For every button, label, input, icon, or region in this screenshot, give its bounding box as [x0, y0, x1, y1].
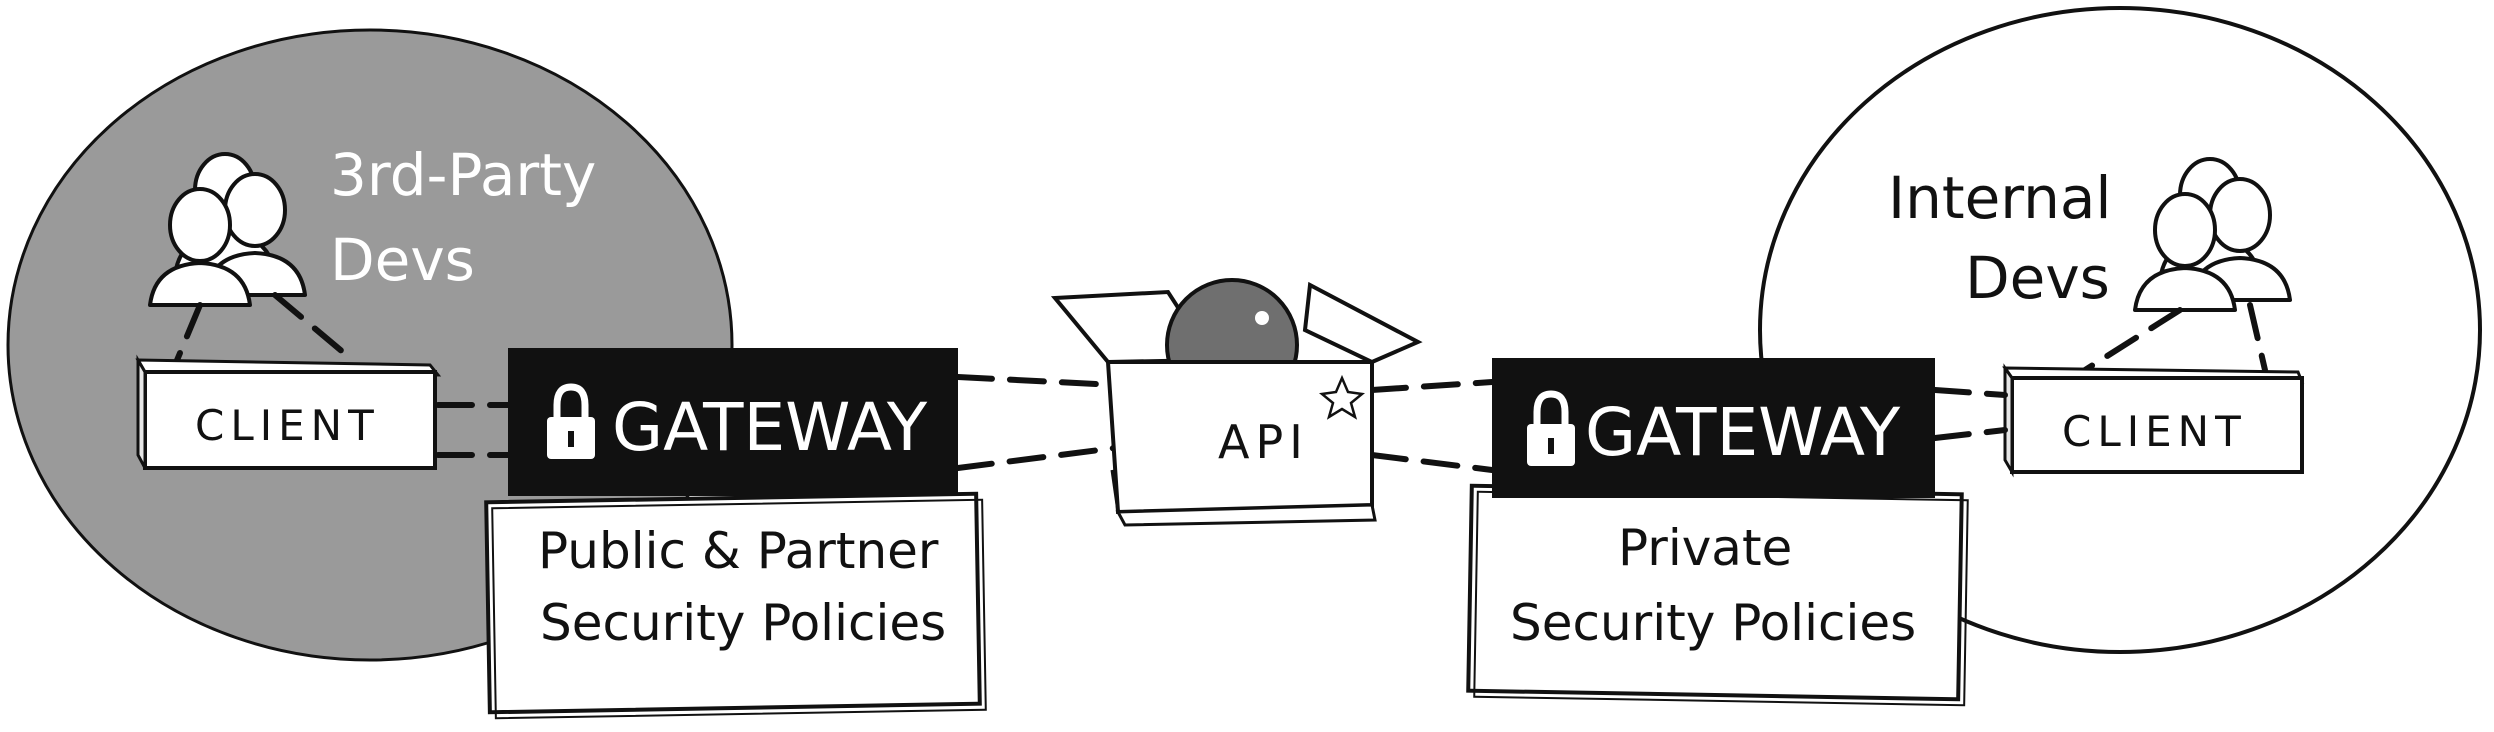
- lock-icon: [1527, 390, 1575, 466]
- gateway-right-policy-line1: Private: [1618, 519, 1792, 577]
- gateway-left: Public & Partner Security Policies GATEW…: [484, 348, 987, 720]
- internal-label-line2: Devs: [1965, 244, 2110, 312]
- gateway-left-label: GATEWAY: [612, 389, 928, 466]
- client-right-label: CLIENT: [2062, 407, 2247, 456]
- star-icon: [1319, 374, 1365, 420]
- gateway-right: Private Security Policies GATEWAY: [1466, 358, 1969, 707]
- gateway-left-policy-card: [484, 491, 982, 715]
- gateway-left-policy-line1: Public & Partner: [538, 522, 939, 580]
- api-box-icon: API: [1050, 278, 1423, 527]
- third-party-label-line2: Devs: [330, 226, 475, 294]
- internal-label-line1: Internal: [1888, 164, 2112, 232]
- internal-ellipse: [1758, 6, 2482, 654]
- people-icon: [148, 152, 307, 307]
- people-to-client-links: [172, 292, 2268, 373]
- lock-icon: [547, 383, 595, 459]
- api-label: API: [1218, 415, 1309, 469]
- gateway-right-policy-line2: Security Policies: [1510, 594, 1916, 652]
- gateway-links: [435, 374, 2008, 473]
- client-box-right: CLIENT: [2002, 363, 2305, 478]
- gateway-right-policy-card: [1466, 483, 1964, 702]
- client-left-label: CLIENT: [195, 401, 380, 450]
- gateway-right-label: GATEWAY: [1585, 394, 1901, 471]
- gateway-left-policy-line2: Security Policies: [540, 594, 946, 652]
- internal-group: Internal Devs: [1758, 6, 2482, 654]
- client-box-left: CLIENT: [135, 354, 442, 470]
- people-icon: [2133, 157, 2292, 312]
- third-party-label-line1: 3rd-Party: [330, 141, 596, 209]
